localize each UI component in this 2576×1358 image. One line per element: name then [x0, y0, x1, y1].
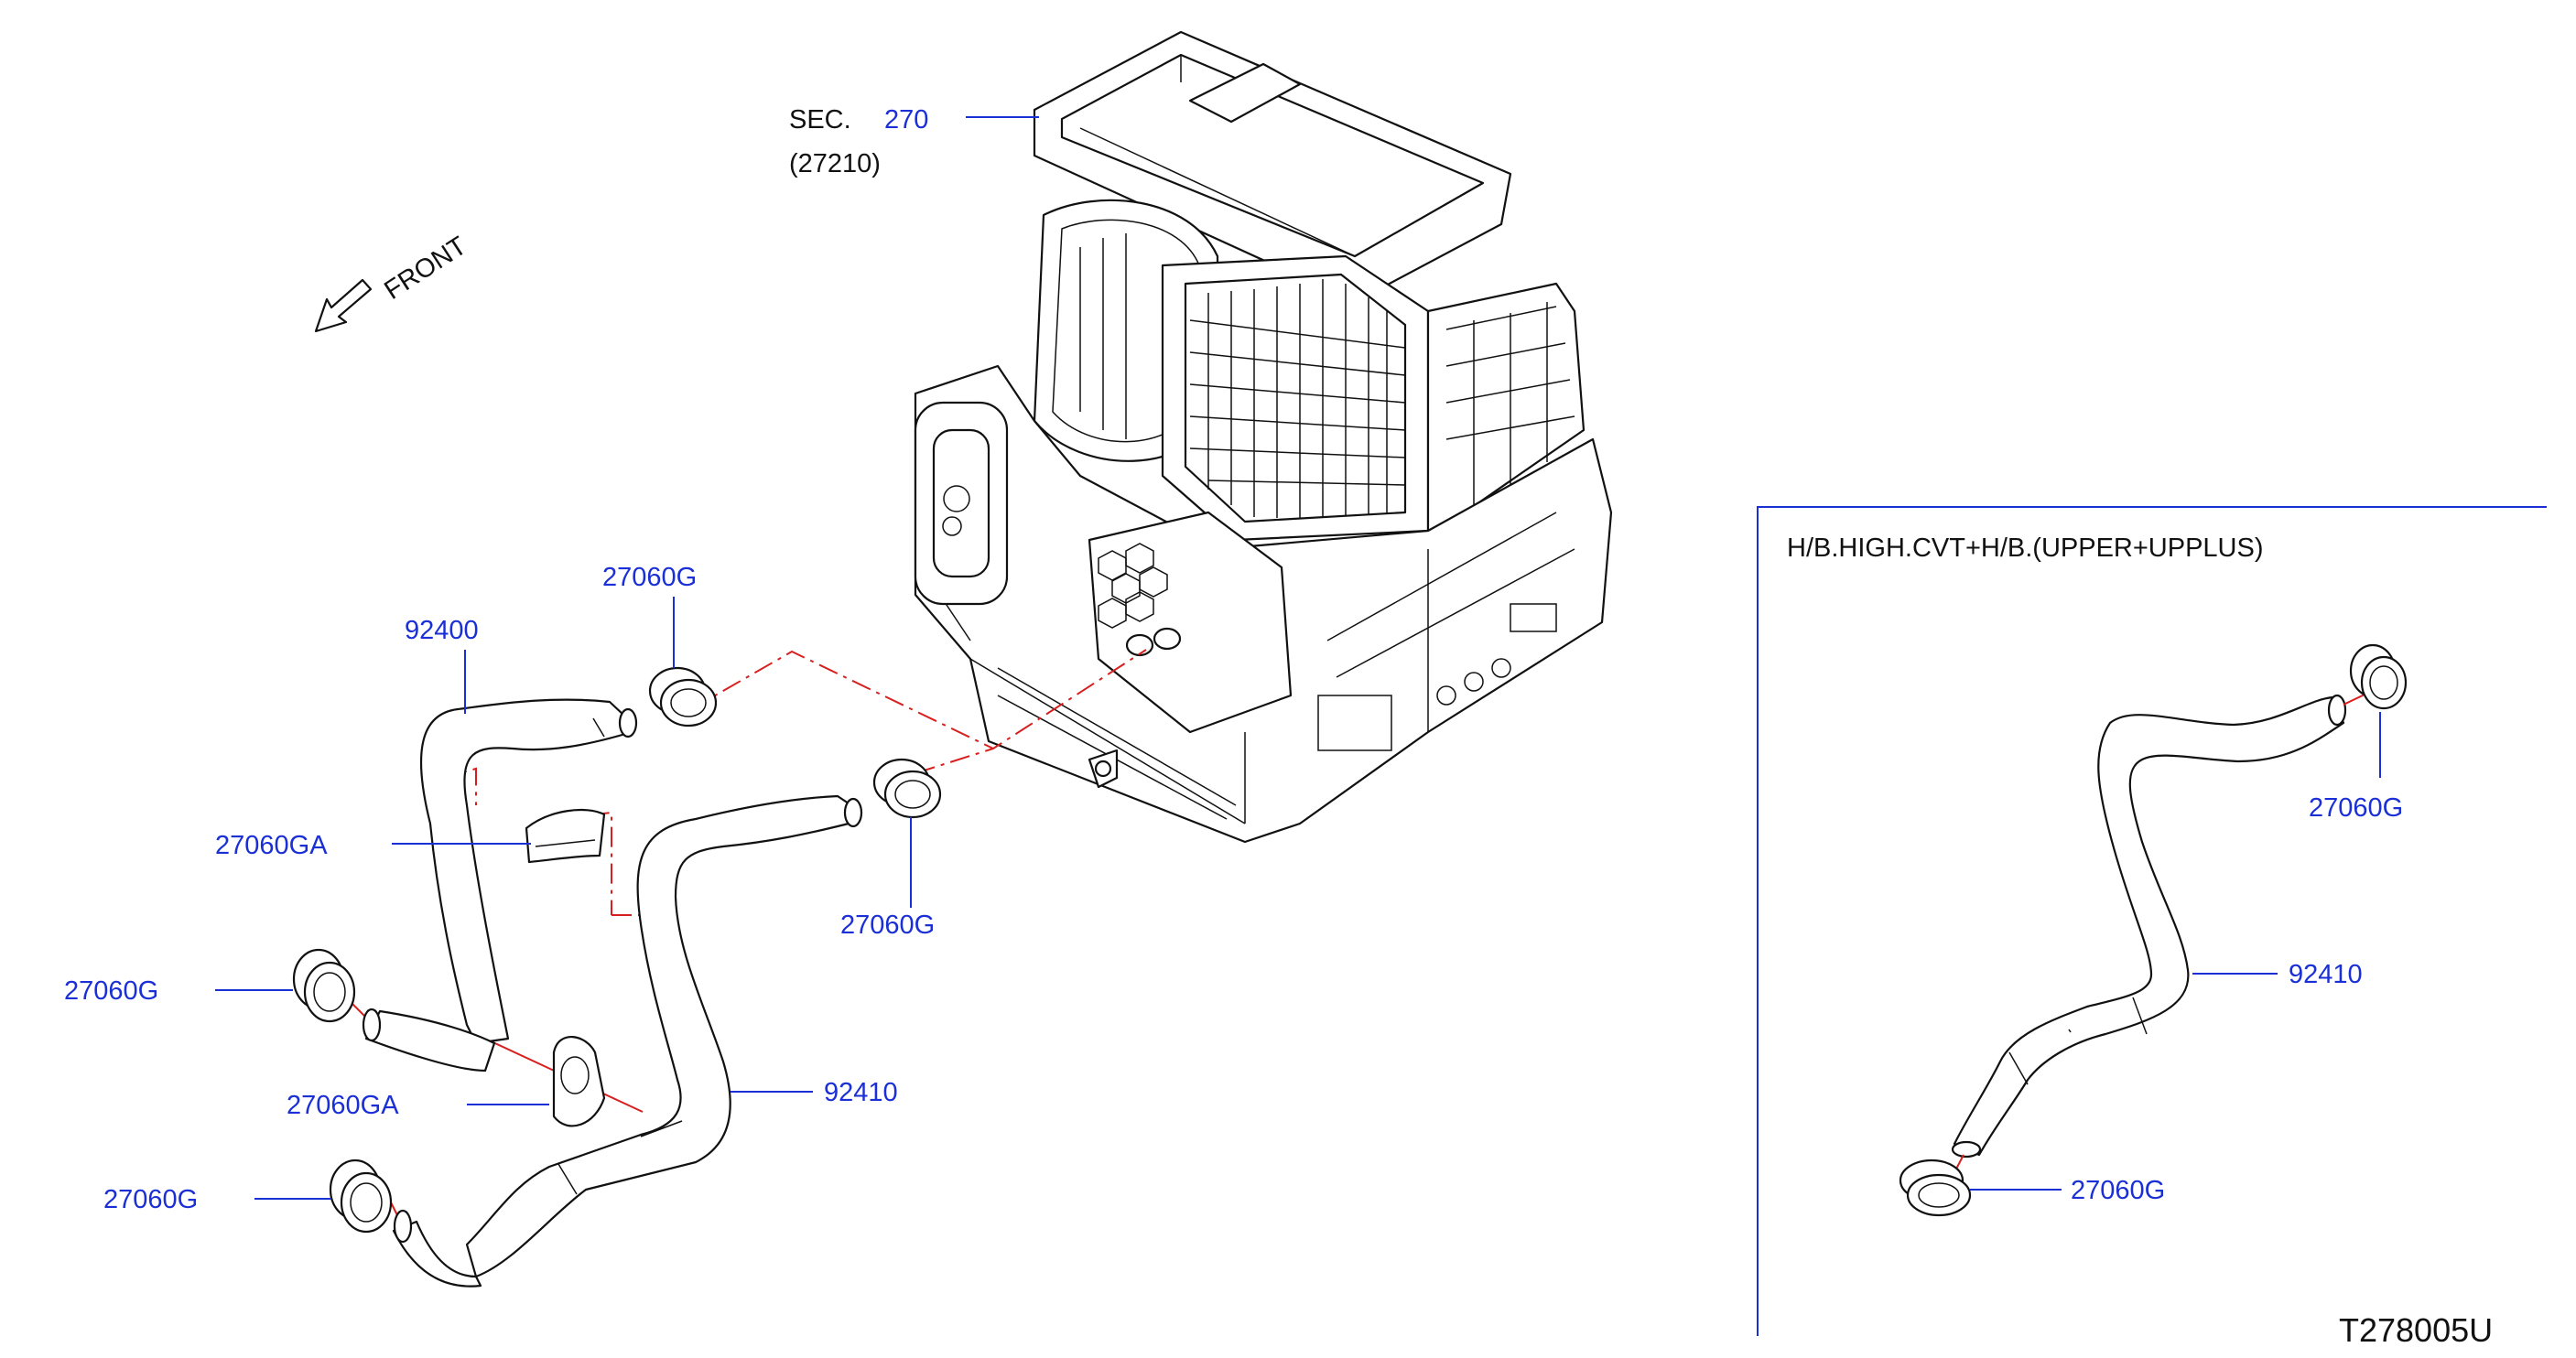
clamp-mid[interactable]: [872, 758, 942, 819]
inset-title: H/B.HIGH.CVT+H/B.(UPPER+UPPLUS): [1787, 534, 2264, 563]
callout-bracket-lower-text[interactable]: 27060GA: [287, 1091, 399, 1120]
clamp-left-upper[interactable]: [292, 948, 356, 1023]
inset-callout-clamp-bottom-text[interactable]: 27060G: [2071, 1176, 2165, 1205]
callout-bracket-upper: 27060GA: [215, 831, 531, 860]
section-reference: SEC. 270 (27210): [789, 105, 1039, 178]
inset-callout-hose-92410: 92410: [2192, 960, 2363, 989]
clamp-top[interactable]: [648, 666, 718, 728]
callout-hose-92410: 92410: [731, 1078, 898, 1107]
inset-panel: H/B.HIGH.CVT+H/B.(UPPER+UPPLUS) 27060G: [1757, 506, 2547, 1336]
inset-callout-hose-92410-text[interactable]: 92410: [2289, 960, 2363, 989]
callout-clamp-mid: 27060G: [840, 817, 935, 940]
section-prefix: SEC.: [789, 105, 851, 135]
diagram-code: T278005U: [2339, 1311, 2493, 1349]
hose-92400: [362, 698, 638, 1072]
callout-clamp-left-upper: 27060G: [64, 976, 293, 1006]
inset-border: [1757, 506, 2547, 1336]
heater-unit-drawing: [914, 30, 1613, 844]
callout-bracket-upper-text[interactable]: 27060GA: [215, 831, 328, 860]
callout-92400-text[interactable]: 92400: [405, 616, 479, 645]
callout-92400: 92400: [405, 616, 479, 714]
section-number-link[interactable]: 270: [884, 105, 928, 135]
clamp-left-lower[interactable]: [329, 1159, 393, 1234]
inset-callout-clamp-top: 27060G: [2309, 712, 2403, 823]
inset-callout-clamp-bottom: 27060G: [1970, 1176, 2165, 1205]
callout-bracket-lower: 27060GA: [287, 1091, 549, 1120]
front-label: FRONT: [379, 231, 471, 305]
callout-hose-92410-text[interactable]: 92410: [824, 1078, 898, 1107]
callout-clamp-mid-text[interactable]: 27060G: [840, 911, 935, 940]
callout-clamp-left-lower: 27060G: [103, 1185, 331, 1214]
inset-hose-92410: [1951, 694, 2347, 1159]
section-subassembly: (27210): [789, 149, 881, 178]
inset-clamp-top[interactable]: [2349, 643, 2408, 710]
callout-clamp-top: 27060G: [602, 563, 697, 668]
callout-clamp-left-lower-text[interactable]: 27060G: [103, 1185, 198, 1214]
inset-clamp-bottom[interactable]: [1899, 1159, 1972, 1217]
bracket-lower[interactable]: [552, 1036, 606, 1127]
bracket-upper[interactable]: [525, 808, 606, 864]
hose-92410: [392, 794, 863, 1288]
inset-callout-clamp-top-text[interactable]: 27060G: [2309, 793, 2403, 823]
front-arrow-icon: [314, 278, 373, 333]
front-direction-indicator: FRONT: [314, 231, 472, 333]
callout-clamp-left-upper-text[interactable]: 27060G: [64, 976, 158, 1006]
callout-clamp-top-text[interactable]: 27060G: [602, 563, 697, 592]
